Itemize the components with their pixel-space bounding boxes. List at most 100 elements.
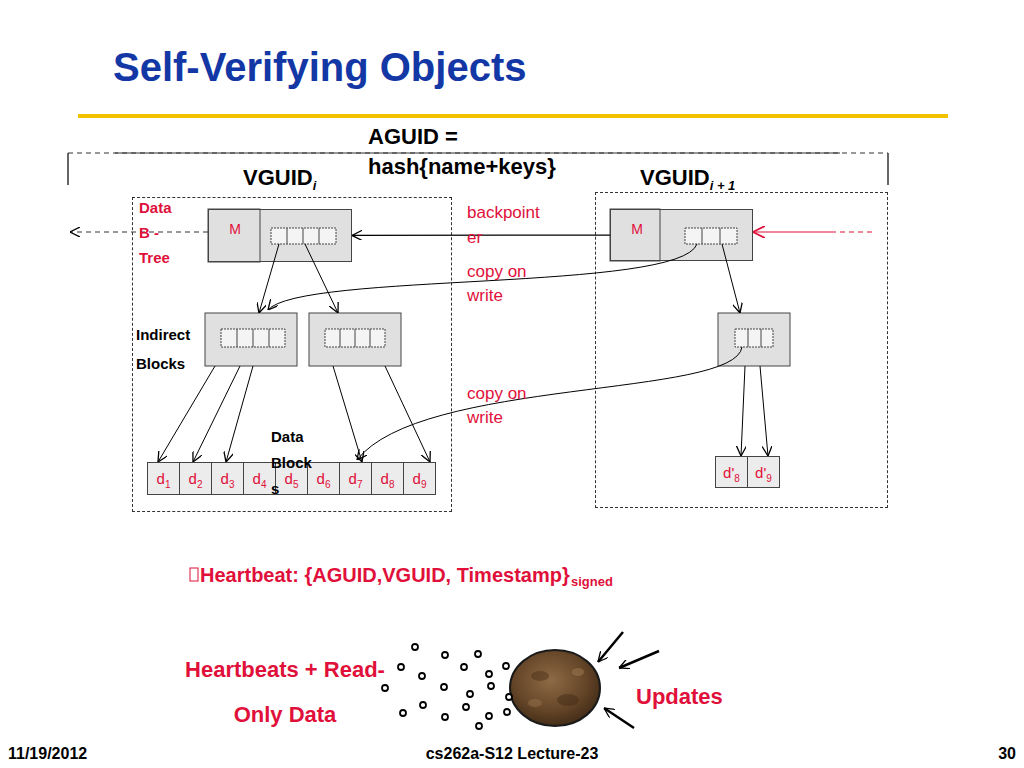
data-block: d3 <box>211 462 244 495</box>
block-index: 5 <box>293 479 299 490</box>
block-index: 2 <box>197 479 203 490</box>
pointer-divider <box>761 329 762 347</box>
replica-dot <box>476 723 482 729</box>
replica-dot <box>504 709 510 715</box>
replica-dot <box>412 644 418 650</box>
block-name: d <box>253 470 261 487</box>
update-arrow <box>604 708 634 728</box>
pointer-arrow <box>385 366 430 462</box>
block-index: 7 <box>357 479 363 490</box>
replica-dot <box>463 704 469 710</box>
guid-formula: AGUID = hash{name+keys} <box>368 122 608 182</box>
block-index: 3 <box>229 479 235 490</box>
title-rule <box>78 114 948 118</box>
replica-dot <box>442 652 448 658</box>
pointer-cells <box>735 329 773 347</box>
block-index: 9 <box>421 479 427 490</box>
data-block: d8 <box>371 462 404 495</box>
bracket-tick <box>887 153 889 185</box>
annotation: copy on write <box>467 260 557 308</box>
structure-label: Data Block s <box>271 424 316 502</box>
flow-label: Updates <box>636 682 723 712</box>
metadata-label: M <box>611 221 663 237</box>
structure-label: Data B - Tree <box>139 195 184 270</box>
replica-dot <box>441 684 447 690</box>
pointer-divider <box>355 329 356 347</box>
version-subscript: i <box>313 178 317 193</box>
root-block: M <box>610 209 753 261</box>
data-block: d1 <box>147 462 180 495</box>
pointer-divider <box>340 329 341 347</box>
block-name: d' <box>723 464 734 481</box>
block-name: d' <box>755 464 766 481</box>
replica-dot <box>400 710 406 716</box>
block-index: 1 <box>165 479 171 490</box>
version-subscript: i + 1 <box>710 178 736 193</box>
annotation: copy on write <box>467 382 557 430</box>
pointer-divider <box>269 329 270 347</box>
update-arrow <box>619 651 659 668</box>
replica-dot <box>467 691 473 697</box>
replica-dot <box>503 663 509 669</box>
footer-course: cs262a-S12 Lecture-23 <box>312 743 712 765</box>
block-index: 8 <box>389 479 395 490</box>
data-block: d2 <box>179 462 212 495</box>
update-arrow <box>598 632 623 662</box>
flow-label: Heartbeats + Read-Only Data <box>180 647 390 737</box>
bracket-line <box>115 153 840 154</box>
incoming-pointer <box>753 231 835 232</box>
edge-label: backpoint er <box>467 200 557 250</box>
pointer-cells <box>325 329 385 347</box>
copy-on-write-arrow <box>357 347 742 460</box>
blob-texture <box>528 699 542 707</box>
replica-dot <box>506 694 512 700</box>
page-number: 30 <box>940 743 1016 765</box>
replica-dot <box>475 651 481 657</box>
replica-dots <box>382 644 512 729</box>
pointer-arrow <box>760 366 768 456</box>
bullet-glyph <box>190 568 198 581</box>
replica-dot <box>442 714 448 720</box>
replica-dot <box>488 683 494 689</box>
replica-dot <box>420 702 426 708</box>
pointer-arrow <box>333 366 362 462</box>
indirect-block <box>718 313 790 366</box>
replica-dot <box>419 673 425 679</box>
pointer-arrow <box>193 366 240 462</box>
blob-texture <box>531 671 549 681</box>
pointer-arrow <box>158 366 215 462</box>
object-blob <box>510 650 600 726</box>
pointer-divider <box>237 329 238 347</box>
indirect-block <box>205 313 297 366</box>
replica-dot <box>461 664 467 670</box>
replica-dot <box>398 664 404 670</box>
version-id: VGUID <box>243 165 313 190</box>
replica-dot <box>486 671 492 677</box>
data-block: d'9 <box>747 456 780 488</box>
pointer-arrow <box>741 366 745 456</box>
pointer-arrow <box>226 366 253 462</box>
pointer-cells <box>221 329 285 347</box>
block-index: 4 <box>261 479 267 490</box>
heartbeat-format: Heartbeat: {AGUID,VGUID, Timestamp} <box>200 563 570 587</box>
block-name: d <box>381 470 389 487</box>
pointer-divider <box>748 329 749 347</box>
version-id: VGUID <box>640 165 710 190</box>
bracket-line <box>68 153 888 154</box>
data-block: d6 <box>307 462 340 495</box>
root-block: M <box>208 209 352 262</box>
data-block: d'8 <box>715 456 748 488</box>
indirect-block <box>309 313 401 366</box>
footer-date: 11/19/2012 <box>8 743 87 765</box>
blob-texture <box>557 694 579 706</box>
block-name: d <box>189 470 197 487</box>
incoming-pointer <box>835 231 872 232</box>
block-name: d <box>285 470 293 487</box>
replica-dot <box>382 685 388 691</box>
data-block: d9 <box>403 462 436 495</box>
pointer-divider <box>370 329 371 347</box>
block-index: 9 <box>766 473 772 484</box>
metadata-label: M <box>209 221 261 237</box>
block-name: d <box>349 470 357 487</box>
block-name: d <box>317 470 325 487</box>
